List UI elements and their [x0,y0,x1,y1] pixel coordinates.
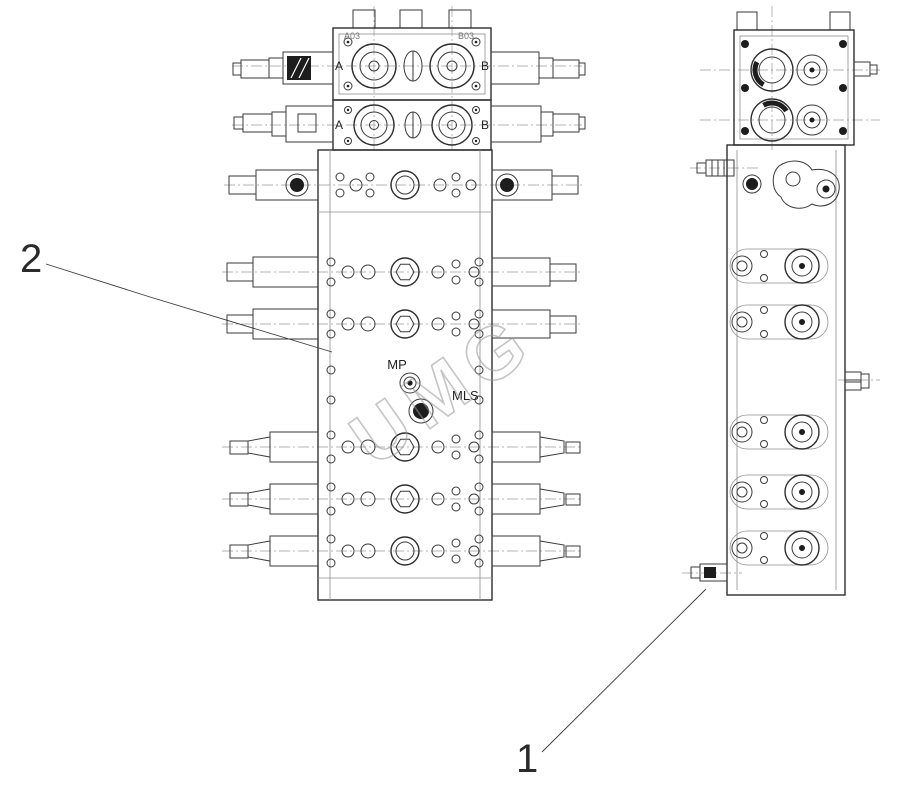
section1-right-fitting [490,51,586,85]
side-view [682,6,880,596]
work-section-row-5 [229,482,581,516]
section2-left-fitting [233,105,334,143]
callout-1-label: 1 [516,737,538,781]
side-body [726,144,846,596]
mp-label: MP [387,357,407,372]
section1-code-b-label: B03 [458,31,474,41]
side-port-cluster-2 [729,304,829,340]
side-mounting-tabs [736,11,851,31]
section1-code-a-label: A03 [344,31,360,41]
side-left-bolt [696,159,762,194]
side-top-module [733,29,878,146]
side-port-cluster-5 [729,530,829,566]
leader-line-1 [541,588,707,753]
work-section-row-6 [229,534,581,568]
side-port-cluster-1 [729,248,829,284]
section2-port-b-label: B [481,118,489,132]
valve-body [317,149,493,601]
callout-part-2: 2 [20,237,333,353]
section2-port-a-label: A [335,118,343,132]
front-view: A B A03 B03 [222,6,586,601]
mls-label: MLS [452,388,479,403]
front-centerlines [222,6,582,552]
valve-section-1: A B A03 B03 [332,27,492,101]
callout-2-label: 2 [20,237,42,281]
inlet-row [228,169,579,201]
front-mounting-tabs [352,9,472,29]
work-section-row-4 [229,430,581,464]
watermark: UMG [335,297,549,481]
callout-part-1: 1 [516,588,707,781]
side-right-fitting [844,371,870,391]
side-port-cluster-4 [729,474,829,510]
mls-port: MLS [326,365,484,424]
side-port-cluster-3 [729,414,829,450]
side-centerlines [682,6,880,574]
leader-line-2 [45,263,333,353]
work-section-row-3 [226,308,577,340]
section2-right-fitting [490,105,586,143]
work-section-row-2 [226,256,577,288]
section1-port-b-label: B [481,59,489,73]
section1-left-fitting [232,51,334,85]
section1-port-a-label: A [335,59,343,73]
side-bottom-fitting [690,563,728,582]
side-bracket [772,160,840,209]
mp-port: MP [387,357,421,394]
